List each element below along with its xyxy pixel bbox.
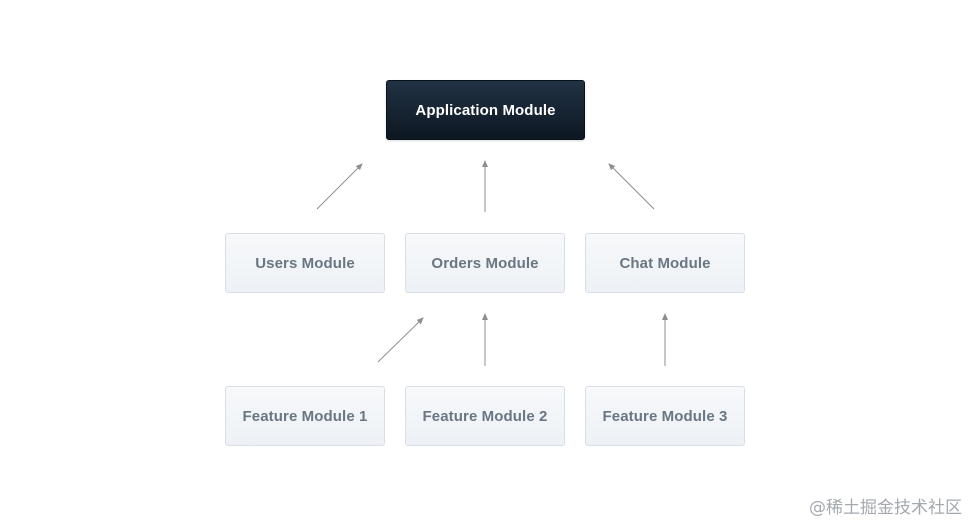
- orders-module-node: Orders Module: [405, 233, 565, 293]
- arrow-users-to-application: [316, 163, 363, 210]
- feature-module-1-label: Feature Module 1: [242, 407, 368, 425]
- arrow-chat-to-application: [608, 163, 655, 210]
- feature-module-3-label: Feature Module 3: [602, 407, 728, 425]
- watermark: @稀土掘金技术社区: [809, 498, 962, 518]
- orders-module-label: Orders Module: [431, 254, 539, 272]
- feature-module-2-node: Feature Module 2: [405, 386, 565, 446]
- feature-module-1-node: Feature Module 1: [225, 386, 385, 446]
- users-module-node: Users Module: [225, 233, 385, 293]
- users-module-label: Users Module: [255, 254, 355, 272]
- feature-module-2-label: Feature Module 2: [422, 407, 548, 425]
- chat-module-label: Chat Module: [619, 254, 711, 272]
- arrow-feature1-to-orders: [377, 317, 424, 363]
- application-module-node: Application Module: [386, 80, 585, 140]
- chat-module-node: Chat Module: [585, 233, 745, 293]
- application-module-label: Application Module: [415, 101, 556, 119]
- feature-module-3-node: Feature Module 3: [585, 386, 745, 446]
